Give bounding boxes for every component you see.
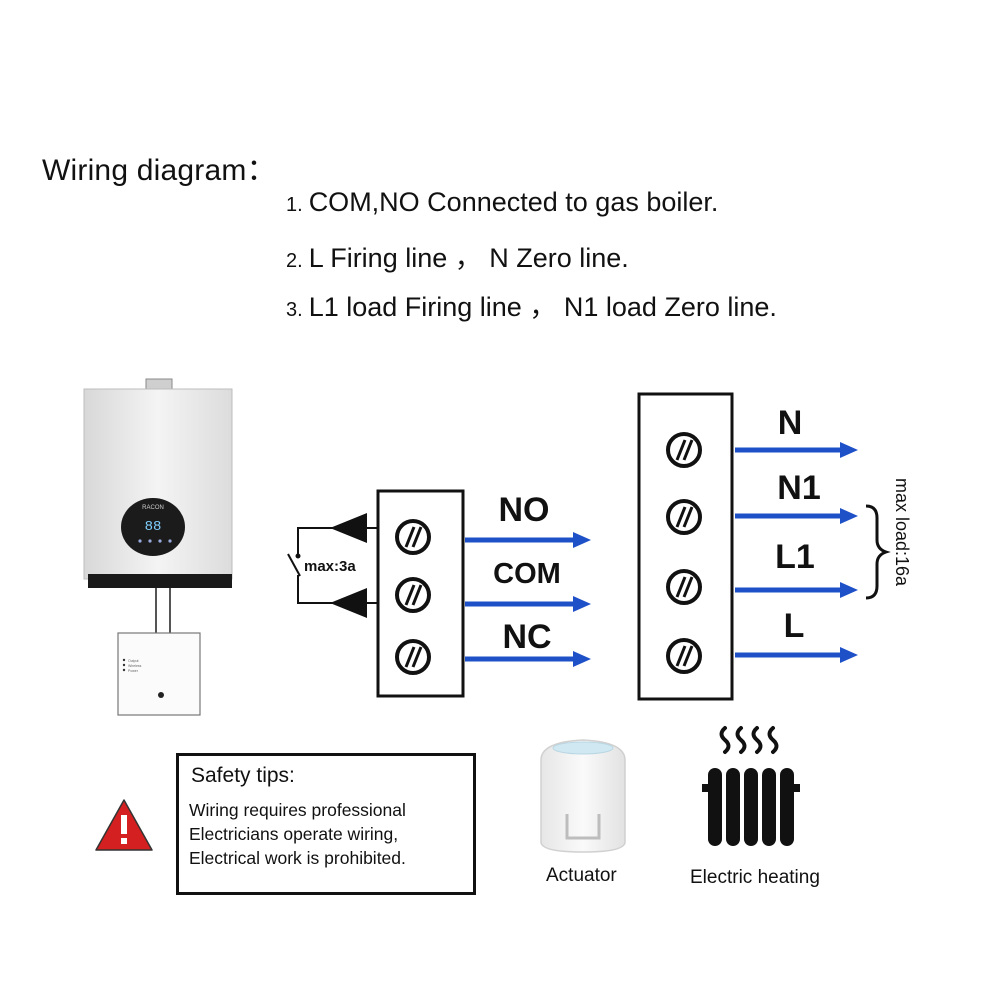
label-n1: N1 [777, 469, 820, 507]
power-terminal-block [637, 392, 734, 701]
note-2-number: 2. [286, 250, 303, 272]
label-nc: NC [502, 618, 551, 656]
label-l: L [784, 607, 805, 645]
actuator-caption: Actuator [546, 865, 617, 886]
relay-max-label: max:3a [304, 558, 356, 575]
relay-switch: max:3a [287, 513, 393, 618]
safety-line-1: Wiring requires professional [189, 800, 406, 820]
note-3: 3.L1 load Firing line ， N1 load Zero lin… [286, 285, 777, 324]
boiler-display-value: 88 [145, 519, 162, 535]
screw-terminal-l [666, 638, 702, 674]
safety-tips-box: Safety tips: Wiring requires professiona… [176, 753, 476, 895]
note-2: 2.L Firing line ， N Zero line. [286, 236, 629, 275]
screw-terminal-n1 [666, 499, 702, 535]
max-load-label: max load:16a [892, 478, 912, 587]
thermostat-line-wireless: Wireless [128, 664, 142, 668]
label-n: N [778, 404, 803, 442]
warning-icon [95, 799, 153, 851]
note-1-number: 1. [286, 194, 303, 216]
note-3-text: L1 load Firing line ， N1 load Zero line. [308, 292, 777, 322]
screw-terminal-nc [395, 639, 431, 675]
label-no: NO [499, 491, 550, 529]
note-1: 1.COM,NO Connected to gas boiler. [286, 187, 718, 218]
label-com: COM [493, 558, 561, 590]
actuator-image [540, 739, 626, 853]
gas-boiler: RACON 88 [83, 378, 233, 633]
load-brace [865, 504, 891, 600]
note-1-text: COM,NO Connected to gas boiler. [308, 187, 719, 217]
boiler-brand: RACON [142, 505, 164, 511]
relay-wires [465, 532, 591, 667]
note-3-number: 3. [286, 299, 303, 321]
thermostat-line-output: Output [128, 659, 139, 663]
screw-terminal-n [666, 432, 702, 468]
safety-title: Safety tips: [191, 764, 295, 787]
screw-terminal-no [395, 519, 431, 555]
thermostat-line-power: Power [128, 669, 139, 673]
safety-line-2: Electricians operate wiring, [189, 824, 399, 844]
thermostat-unit: Output Wireless Power [117, 632, 201, 716]
screw-terminal-com [395, 577, 431, 613]
heating-caption: Electric heating [690, 867, 820, 888]
label-l1: L1 [775, 538, 815, 576]
page-title: Wiring diagram： [42, 154, 277, 187]
electric-heating-icon [702, 726, 800, 846]
power-wires [735, 442, 858, 663]
safety-line-3: Electrical work is prohibited. [189, 848, 406, 868]
note-2-text: L Firing line ， N Zero line. [308, 243, 629, 273]
screw-terminal-l1 [666, 569, 702, 605]
relay-terminal-block [376, 489, 465, 698]
